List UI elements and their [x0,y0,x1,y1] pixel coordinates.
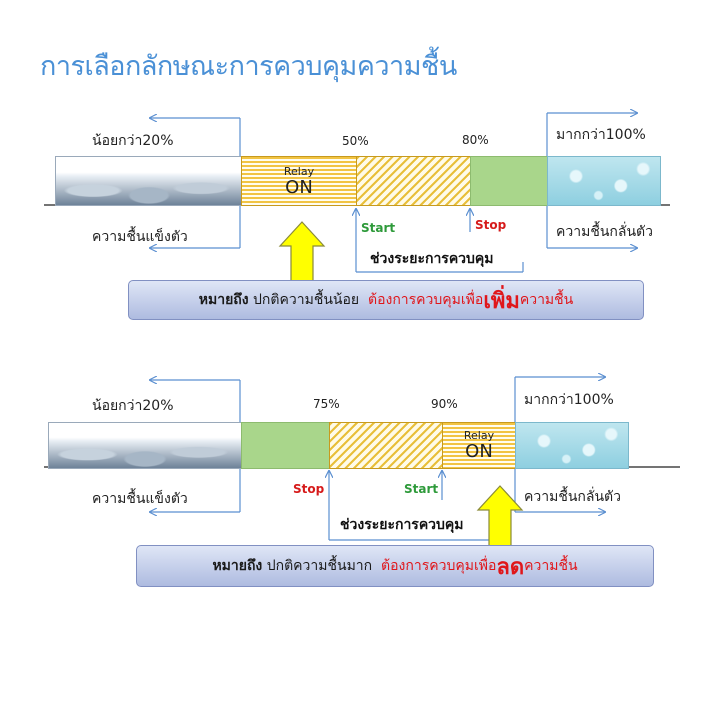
meaning-normal: ปกติความชื้นมาก [262,558,382,574]
ice-segment-2 [48,422,242,469]
pct-b-1: 80% [462,133,489,147]
relay-segment-2: Relay ON [442,422,516,469]
start-label-2: Start [404,482,439,496]
label-condensed-1: ความชื้นกลั่นตัว [556,224,653,240]
control-range-label-2: ช่วงระยะการควบคุม [340,517,464,533]
label-less-than-20-1: น้อยกว่า20% [92,133,174,149]
start-label-1: Start [361,221,396,235]
relay-state: ON [285,176,313,198]
meaning-prefix: หมายถึง [212,558,263,574]
label-condensed-2: ความชื้นกลั่นตัว [524,489,621,505]
pct-a-1: 50% [342,134,369,148]
meaning-prefix: หมายถึง [198,292,249,308]
label-more-than-100-1: มากกว่า100% [556,127,646,143]
relay-state: ON [465,441,493,462]
meaning-red: ต้องการควบคุมเพื่อ [381,558,497,574]
label-less-than-20-2: น้อยกว่า20% [92,398,174,414]
up-arrow-icon [278,221,326,287]
water-segment-1 [547,156,661,206]
relay-label: Relay [283,164,315,178]
stop-label-2: Stop [293,482,325,496]
ice-segment-1 [55,156,243,206]
page-title: การเลือกลักษณะการควบคุมความชื้น [40,51,457,82]
meaning-emphasis: เพิ่ม [483,288,520,314]
relay-label: Relay [463,429,495,442]
green-band-1 [470,156,548,206]
meaning-red-post: ความชื้น [524,558,578,574]
label-more-than-100-2: มากกว่า100% [524,392,614,408]
control-band-1 [356,156,471,206]
relay-segment-1: Relay ON [241,156,357,206]
up-arrow-icon [476,485,524,551]
meaning-box-2: หมายถึง ปกติความชื้นมาก ต้องการควบคุมเพื… [136,545,654,587]
meaning-red-post: ความชื้น [519,292,574,308]
pct-b-2: 90% [431,397,458,411]
control-band-2 [329,422,443,469]
meaning-emphasis: ลด [496,554,525,580]
label-frozen-1: ความชื้นแข็งตัว [92,229,188,245]
meaning-red: ต้องการควบคุมเพื่อ [367,292,484,308]
meaning-normal: ปกติความชื้นน้อย [248,292,368,308]
stop-label-1: Stop [475,218,507,232]
pct-a-2: 75% [313,397,340,411]
green-band-2 [241,422,330,469]
label-frozen-2: ความชื้นแข็งตัว [92,491,188,507]
water-segment-2 [515,422,629,469]
control-range-label-1: ช่วงระยะการควบคุม [370,251,494,267]
meaning-box-1: หมายถึง ปกติความชื้นน้อย ต้องการควบคุมเพ… [128,280,644,320]
